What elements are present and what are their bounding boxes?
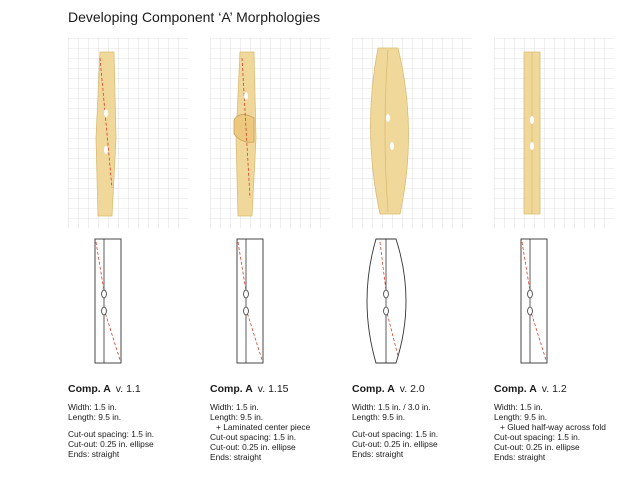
component-diagram-4: [494, 236, 640, 368]
component-diagram-2: [210, 236, 360, 368]
spec-lines: Width: 1.5 in. / 3.0 in. Length: 9.5 in.…: [352, 402, 502, 459]
component-photo-1: [68, 38, 188, 228]
cutout-ellipse: [527, 306, 533, 316]
spec-width: Width: 1.5 in. / 3.0 in.: [352, 402, 431, 412]
fold-line: [384, 49, 389, 213]
laminated-center-piece: [233, 114, 255, 143]
fold-line: [241, 57, 251, 199]
cut-line: [237, 241, 263, 361]
spec-length: Length: 9.5 in.: [494, 412, 548, 422]
spec-cutout-spacing: Cut-out spacing: 1.5 in.: [210, 432, 297, 442]
cutout-ellipse: [104, 146, 108, 154]
spec-heading: Comp. A v. 2.0: [352, 382, 502, 396]
grid-paper: [210, 38, 330, 228]
spec-heading: Comp. A v. 1.2: [494, 382, 640, 396]
component-version: v. 2.0: [399, 383, 425, 395]
component-diagram-3: [352, 236, 502, 368]
spec-length: Length: 9.5 in.: [68, 412, 122, 422]
spec-cutout-spacing: Cut-out spacing: 1.5 in.: [494, 432, 581, 442]
wood-lens-shape: [370, 47, 409, 215]
spec-lines: Width: 1.5 in. Length: 9.5 in. + Glued h…: [494, 402, 640, 462]
cutout-ellipse: [244, 92, 248, 100]
diagram-svg-3: [366, 238, 407, 364]
spec-ends: Ends: straight: [352, 449, 404, 459]
spec-ends: Ends: straight: [210, 452, 262, 462]
diagram-svg-2: [236, 238, 264, 364]
component-name: Comp. A: [68, 383, 111, 395]
cut-line: [95, 241, 121, 361]
spec-block-3: Comp. A v. 2.0 Width: 1.5 in. / 3.0 in. L…: [352, 382, 502, 459]
component-version: v. 1.1: [115, 383, 141, 395]
component-name: Comp. A: [352, 383, 395, 395]
spec-cutout-spacing: Cut-out spacing: 1.5 in.: [352, 429, 439, 439]
photo-svg-3: [352, 38, 472, 228]
spec-ends: Ends: straight: [68, 449, 120, 459]
component-name: Comp. A: [210, 383, 253, 395]
cutout-ellipse: [383, 289, 389, 299]
cut-line: [521, 241, 547, 361]
component-column-2: Comp. A v. 1.15 Width: 1.5 in. Length: 9.…: [210, 0, 360, 480]
page-title: Developing Component ‘A’ Morphologies: [68, 9, 321, 25]
strip-outline: [94, 238, 122, 364]
component-diagram-1: [68, 236, 218, 368]
spec-length: Length: 9.5 in.: [210, 412, 264, 422]
component-column-1: Comp. A v. 1.1 Width: 1.5 in. Length: 9.5…: [68, 0, 218, 480]
spec-ends: Ends: straight: [494, 452, 546, 462]
grid-paper: [494, 38, 614, 228]
spec-block-2: Comp. A v. 1.15 Width: 1.5 in. Length: 9.…: [210, 382, 360, 462]
cutout-ellipse: [383, 306, 389, 316]
spec-width: Width: 1.5 in.: [210, 402, 259, 412]
component-column-4: Comp. A v. 1.2 Width: 1.5 in. Length: 9.5…: [494, 0, 640, 480]
spec-cutout-spacing: Cut-out spacing: 1.5 in.: [68, 429, 155, 439]
photo-svg-4: [494, 38, 614, 228]
spec-lines: Width: 1.5 in. Length: 9.5 in. + Laminat…: [210, 402, 360, 462]
spec-cutout: Cut-out: 0.25 in. ellipse: [494, 442, 580, 452]
component-photo-2: [210, 38, 330, 228]
spec-width: Width: 1.5 in.: [494, 402, 543, 412]
component-version: v. 1.15: [257, 383, 289, 395]
component-photo-4: [494, 38, 614, 228]
cutout-ellipse: [386, 114, 390, 122]
wood-strip: [95, 51, 117, 217]
diagram-svg-4: [520, 238, 548, 364]
spec-width: Width: 1.5 in.: [68, 402, 117, 412]
spec-cutout: Cut-out: 0.25 in. ellipse: [352, 439, 438, 449]
grid-paper: [68, 38, 188, 228]
cutout-ellipse: [101, 289, 107, 299]
strip-outline: [520, 238, 548, 364]
fold-line: [99, 57, 113, 189]
spec-lines: Width: 1.5 in. Length: 9.5 in. Cut-out s…: [68, 402, 218, 459]
spec-block-1: Comp. A v. 1.1 Width: 1.5 in. Length: 9.5…: [68, 382, 218, 459]
diagram-svg-1: [94, 238, 122, 364]
spec-note: + Laminated center piece: [216, 422, 311, 432]
cutout-ellipse: [243, 289, 249, 299]
cutout-ellipse: [530, 142, 534, 150]
cutout-ellipse: [530, 116, 534, 124]
spec-note: + Glued half-way across fold: [500, 422, 606, 432]
strip-outline: [236, 238, 264, 364]
lens-outline: [366, 238, 407, 364]
cutout-ellipse: [527, 289, 533, 299]
component-name: Comp. A: [494, 383, 537, 395]
spec-block-4: Comp. A v. 1.2 Width: 1.5 in. Length: 9.5…: [494, 382, 640, 462]
cutout-ellipse: [390, 142, 394, 150]
component-version: v. 1.2: [541, 383, 567, 395]
cutout-ellipse: [104, 109, 108, 117]
spec-heading: Comp. A v. 1.15: [210, 382, 360, 396]
spec-cutout: Cut-out: 0.25 in. ellipse: [210, 442, 296, 452]
cutout-ellipse: [101, 306, 107, 316]
spec-length: Length: 9.5 in.: [352, 412, 406, 422]
cut-line: [379, 241, 399, 357]
spec-cutout: Cut-out: 0.25 in. ellipse: [68, 439, 154, 449]
component-photo-3: [352, 38, 472, 228]
photo-svg-1: [68, 38, 188, 228]
photo-svg-2: [210, 38, 330, 228]
component-column-3: Comp. A v. 2.0 Width: 1.5 in. / 3.0 in. L…: [352, 0, 502, 480]
grid-paper: [352, 38, 472, 228]
cutout-ellipse: [243, 306, 249, 316]
spec-heading: Comp. A v. 1.1: [68, 382, 218, 396]
